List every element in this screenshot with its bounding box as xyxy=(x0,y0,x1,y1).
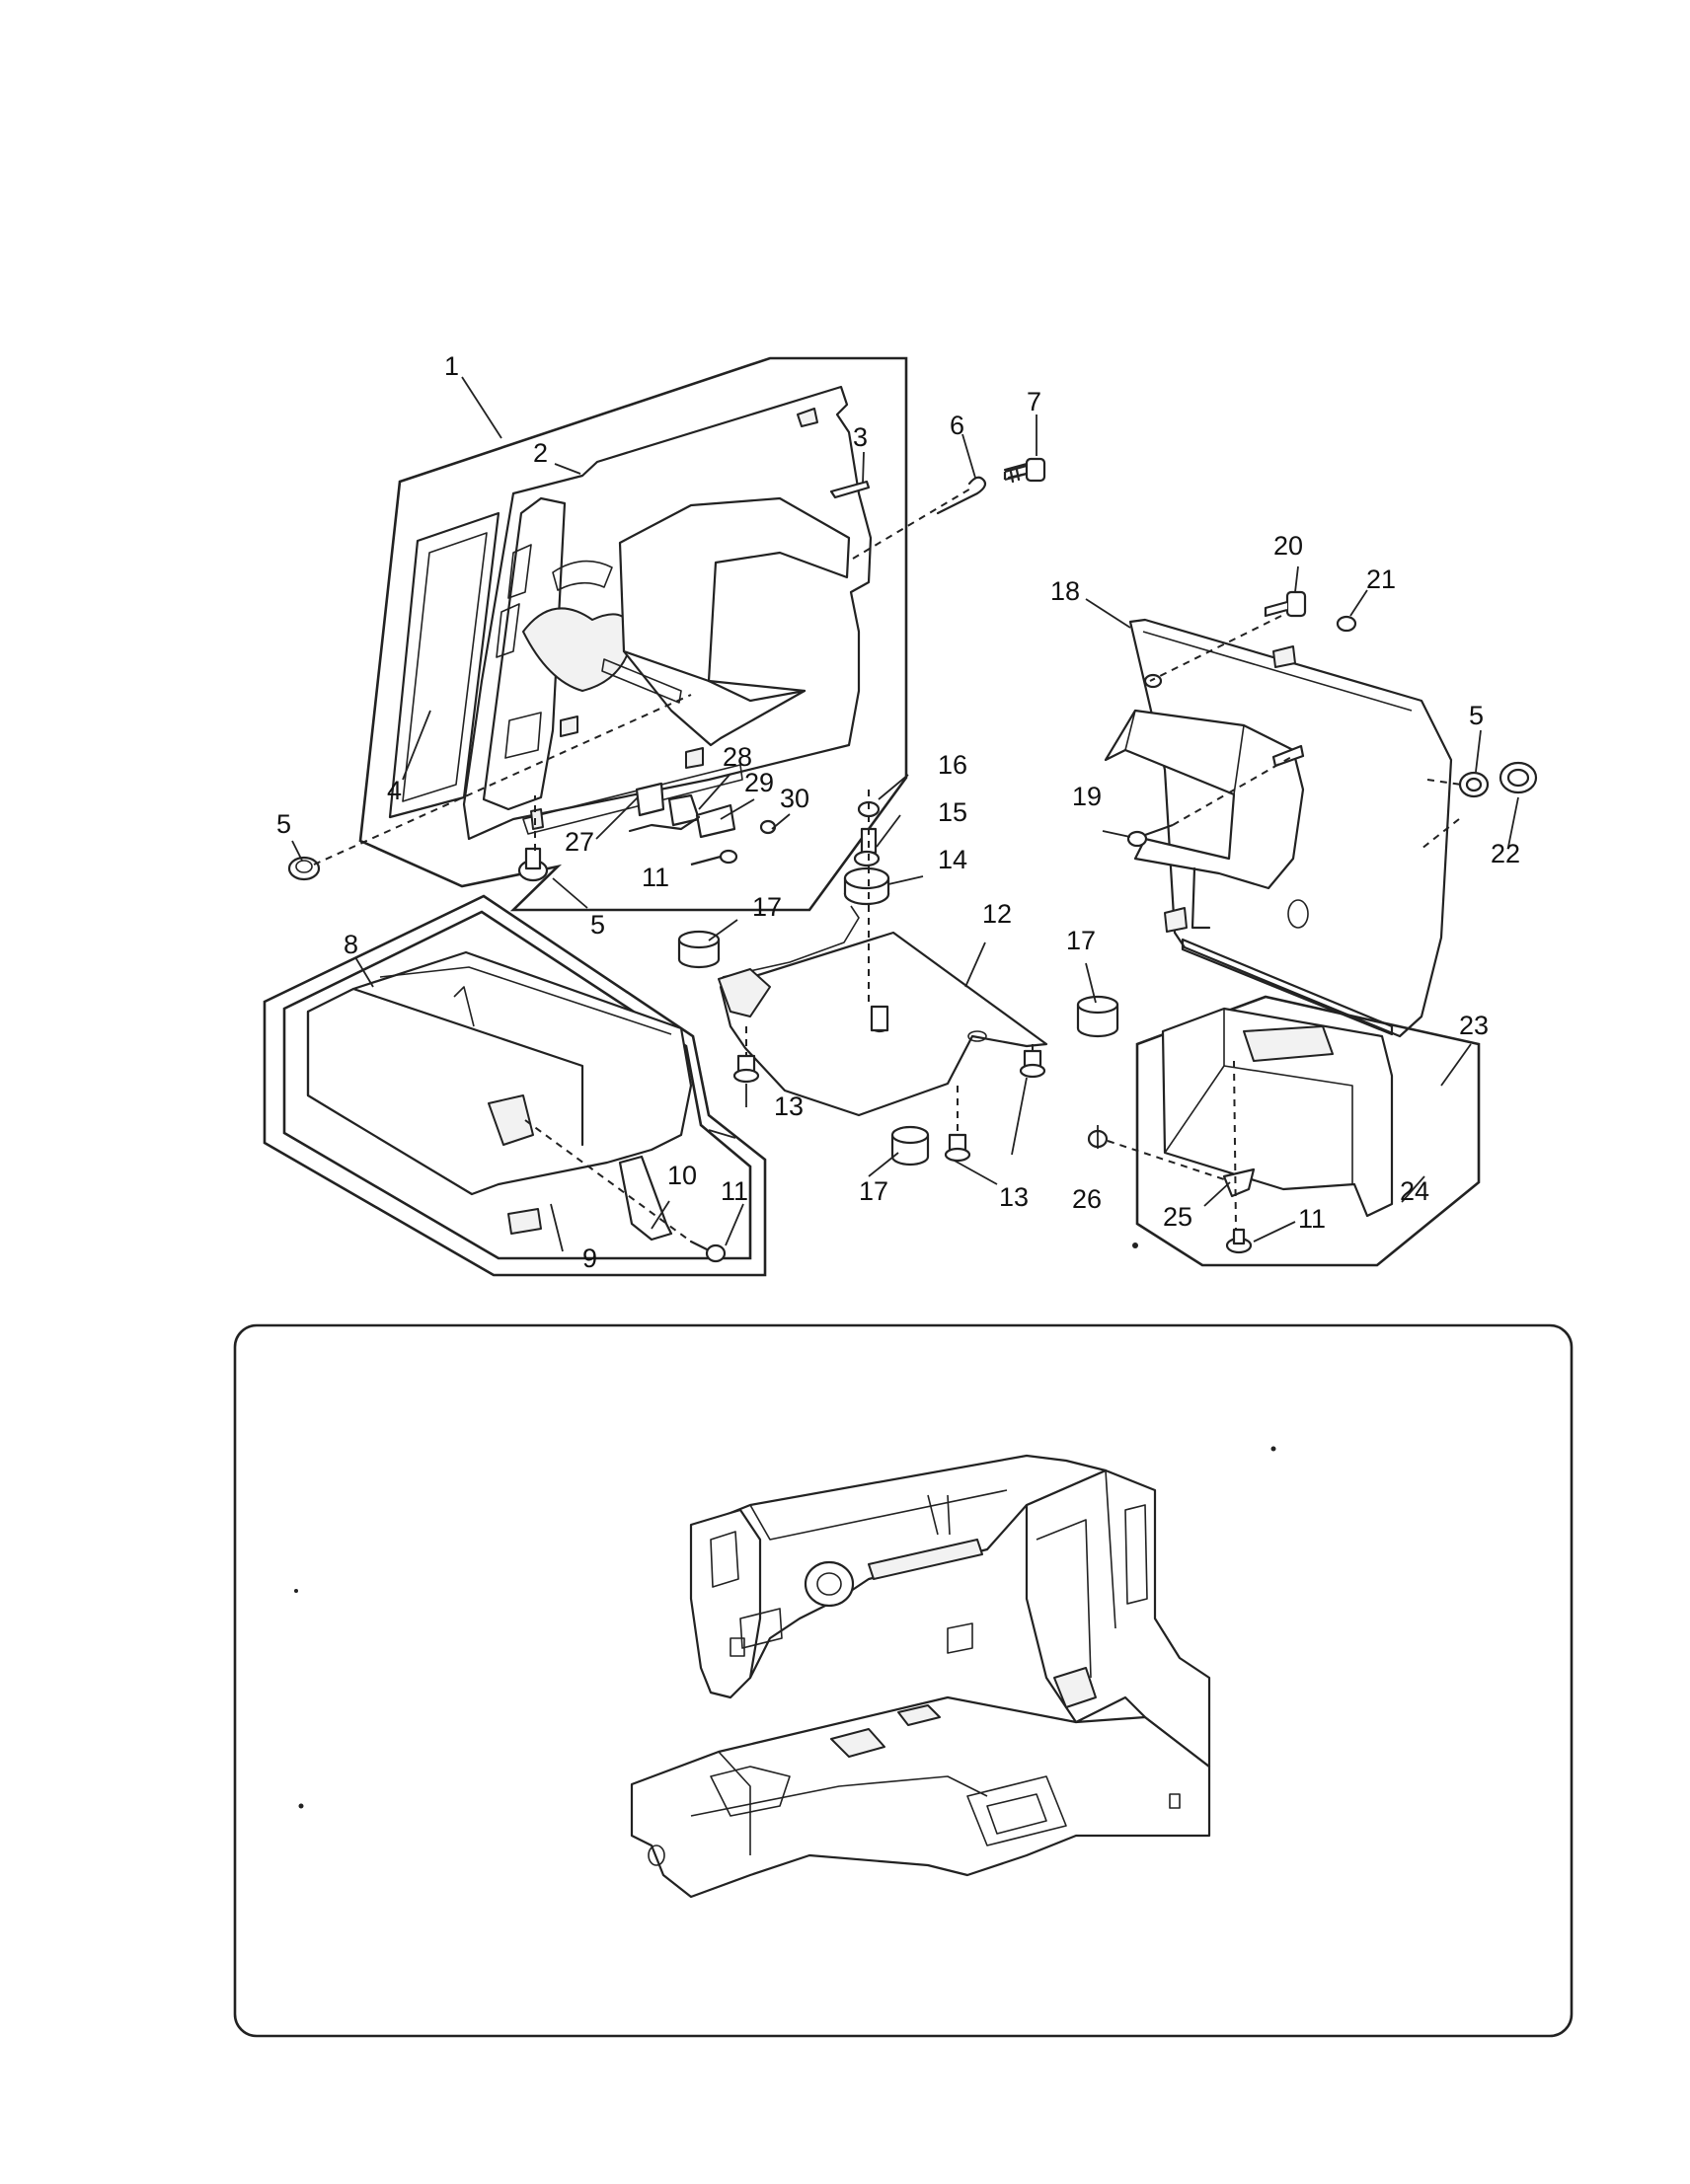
callout-numbers: 1 2 3 4 5 5 5 6 7 8 9 10 11 11 11 12 13 … xyxy=(276,351,1520,1273)
callout-14: 14 xyxy=(938,845,967,874)
callout-26: 26 xyxy=(1072,1184,1102,1214)
bed-plate-group xyxy=(677,790,1119,1167)
callout-2: 2 xyxy=(533,438,548,468)
callout-22: 22 xyxy=(1491,839,1520,868)
callout-9: 9 xyxy=(582,1243,597,1273)
callout-17-right: 17 xyxy=(1066,926,1096,955)
callout-24: 24 xyxy=(1400,1176,1429,1206)
callout-leaders xyxy=(291,376,1519,1252)
callout-6: 6 xyxy=(950,411,964,440)
callout-25: 25 xyxy=(1163,1202,1192,1232)
callout-29: 29 xyxy=(744,768,774,797)
callout-3: 3 xyxy=(853,422,868,452)
callout-21: 21 xyxy=(1366,565,1396,594)
front-cover-group xyxy=(287,356,1046,912)
callout-19: 19 xyxy=(1072,782,1102,811)
callout-12: 12 xyxy=(982,899,1012,929)
callout-28: 28 xyxy=(723,742,752,772)
machine-frame-illustration xyxy=(630,1454,1211,1899)
callout-1: 1 xyxy=(444,351,459,381)
callout-13-left: 13 xyxy=(774,1092,804,1121)
callout-10: 10 xyxy=(667,1161,697,1190)
callout-15: 15 xyxy=(938,797,967,827)
callout-13-right: 13 xyxy=(999,1182,1029,1212)
callout-17-bottom: 17 xyxy=(859,1176,888,1206)
callout-7: 7 xyxy=(1027,387,1041,416)
callout-5-left: 5 xyxy=(276,809,291,839)
callout-11-bottom-left: 11 xyxy=(721,1176,748,1206)
callout-18: 18 xyxy=(1050,576,1080,606)
callout-27: 27 xyxy=(565,827,594,857)
callout-11-top: 11 xyxy=(642,863,669,892)
callout-8: 8 xyxy=(344,930,358,959)
rear-cover-group xyxy=(1104,590,1538,1038)
callout-17-left: 17 xyxy=(752,892,782,922)
base-cover-group xyxy=(263,894,767,1277)
callout-16: 16 xyxy=(938,750,967,780)
callout-5-right: 5 xyxy=(1469,701,1484,730)
callout-23: 23 xyxy=(1459,1011,1489,1040)
bottom-cover-group xyxy=(1087,995,1481,1267)
callout-20: 20 xyxy=(1273,531,1303,561)
callout-11-bottom-right: 11 xyxy=(1298,1204,1326,1234)
inset-panel xyxy=(233,1323,1574,2038)
callout-5-center: 5 xyxy=(590,910,605,940)
callout-4: 4 xyxy=(387,776,402,805)
callout-30: 30 xyxy=(780,784,809,813)
